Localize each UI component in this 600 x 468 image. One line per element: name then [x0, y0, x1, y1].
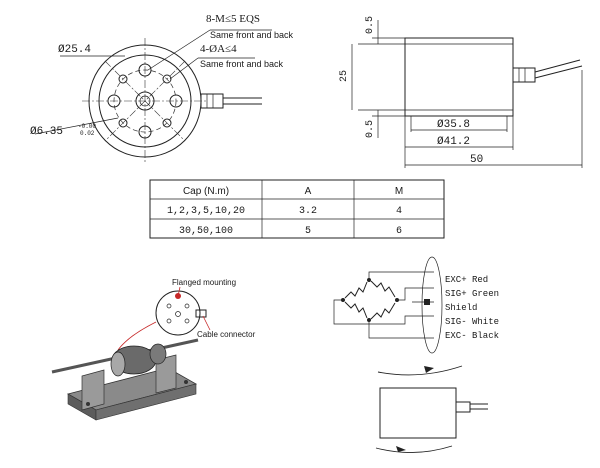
rotation-arrow-bottom — [375, 445, 453, 453]
threaded-hole-top — [138, 63, 152, 77]
pin-hole-ne — [162, 74, 172, 84]
wire-sig-minus — [333, 299, 434, 325]
thread-note-sub: Same front and back — [210, 30, 294, 40]
rotation-view — [375, 365, 488, 453]
dim-outer-dia: Ø41.2 — [437, 136, 470, 148]
side-body — [404, 37, 514, 117]
thread-note: 8-M≤5 EQS — [206, 13, 260, 25]
flange-hole-6 — [184, 318, 190, 324]
rotation-gland — [455, 401, 471, 413]
threaded-hole-bottom — [138, 125, 152, 139]
bridge-arm-3 — [344, 301, 368, 319]
side-cable-1 — [534, 59, 581, 73]
table-header-m: M — [395, 186, 403, 197]
table-cell-r2-m: 6 — [396, 226, 402, 237]
flange-hole-4 — [175, 311, 181, 317]
pcd-label: Ø25.4 — [58, 44, 91, 56]
flange-hole-3 — [184, 303, 190, 309]
bore-leader — [34, 117, 119, 135]
spec-table: Cap (N.m) A M 1,2,3,5,10,20 3.2 4 30,50,… — [149, 179, 445, 239]
wire-exc-minus — [368, 320, 434, 339]
table-cell-r1-a: 3.2 — [299, 206, 317, 217]
assembly-coupling — [149, 343, 167, 365]
bore-label: Ø6.35 — [30, 126, 63, 138]
wire-label-exc-minus: EXC- Black — [445, 331, 499, 341]
dim-inner-dia: Ø35.8 — [437, 119, 470, 131]
front-cable-gland — [200, 93, 224, 109]
hole-leader — [169, 57, 199, 80]
hole-note: 4-ØA≤4 — [200, 43, 237, 55]
table-header-a: A — [305, 186, 312, 197]
assembly-bracket-left — [81, 369, 105, 411]
detail-callout-curve — [117, 321, 157, 351]
cable-leader — [202, 315, 211, 331]
assembly-bolt-1 — [86, 402, 90, 406]
table-cell-r2-a: 5 — [305, 226, 311, 237]
bore-tol-lower: 0.02 — [80, 130, 95, 137]
assembly-base-side — [95, 383, 197, 421]
shield-marker — [424, 299, 430, 305]
thread-leader — [147, 29, 211, 71]
rotation-arrow-top — [377, 365, 463, 376]
wire-label-shield: Shield — [445, 303, 477, 313]
flanged-leader — [177, 286, 181, 297]
table-cell-r1-cap: 1,2,3,5,10,20 — [167, 206, 245, 217]
table-header-cap: Cap (N.m) — [183, 186, 229, 197]
bridge-arm-4 — [370, 302, 396, 320]
wiring-diagram: EXC+ Red SIG+ Green Shield SIG- White EX… — [333, 256, 499, 354]
threaded-hole-left — [107, 94, 121, 108]
bore-tol-upper: -0.00 — [78, 123, 96, 130]
front-diag-2 — [104, 60, 186, 142]
assembly-bracket-right — [155, 354, 177, 394]
flange-detail-circle — [155, 290, 201, 336]
dim-top: 0.5 — [365, 16, 376, 34]
side-view: 0.5 25 0.5 Ø35.8 Ø41.2 50 — [339, 16, 583, 168]
dim-length: 50 — [470, 154, 483, 166]
wire-label-sig-plus: SIG+ Green — [445, 289, 499, 299]
side-cable-gland — [512, 67, 536, 83]
cable-bundle — [421, 256, 443, 354]
rotation-arrowhead-bottom — [396, 446, 406, 452]
center-bore-inner — [139, 95, 151, 107]
flange-hole-5 — [166, 318, 172, 324]
wire-sig-plus — [397, 287, 434, 301]
dim-height: 25 — [339, 70, 350, 82]
assembly-bolt-2 — [184, 380, 188, 384]
pin-hole-se — [162, 118, 172, 128]
mounting-detail: Flanged mounting Cable connector — [51, 278, 256, 421]
table-cell-r2-cap: 30,50,100 — [179, 226, 233, 237]
rotation-body — [379, 387, 457, 439]
pin-hole-sw — [118, 118, 128, 128]
flanged-mounting-label: Flanged mounting — [172, 278, 236, 287]
wire-exc-plus — [368, 271, 434, 280]
table-cell-r1-m: 4 — [396, 206, 402, 217]
wire-label-sig-minus: SIG- White — [445, 317, 499, 327]
assembly-sensor-face — [110, 351, 126, 377]
pin-hole-nw — [118, 74, 128, 84]
dim-bottom: 0.5 — [365, 120, 376, 138]
bridge-arm-2 — [370, 280, 396, 298]
flange-connector — [195, 309, 207, 318]
wire-label-exc-plus: EXC+ Red — [445, 275, 488, 285]
bridge-arm-1 — [344, 281, 368, 299]
flange-hole-2 — [166, 303, 172, 309]
side-cable-2 — [534, 65, 583, 79]
cable-connector-label: Cable connector — [197, 330, 256, 339]
rotation-arrowhead-top — [424, 366, 434, 373]
table-frame — [149, 179, 445, 239]
center-bore — [135, 91, 155, 111]
front-view: 8-M≤5 EQS Same front and back 4-ØA≤4 Sam… — [30, 13, 294, 164]
hole-note-sub: Same front and back — [200, 59, 284, 69]
threaded-hole-right — [169, 94, 183, 108]
